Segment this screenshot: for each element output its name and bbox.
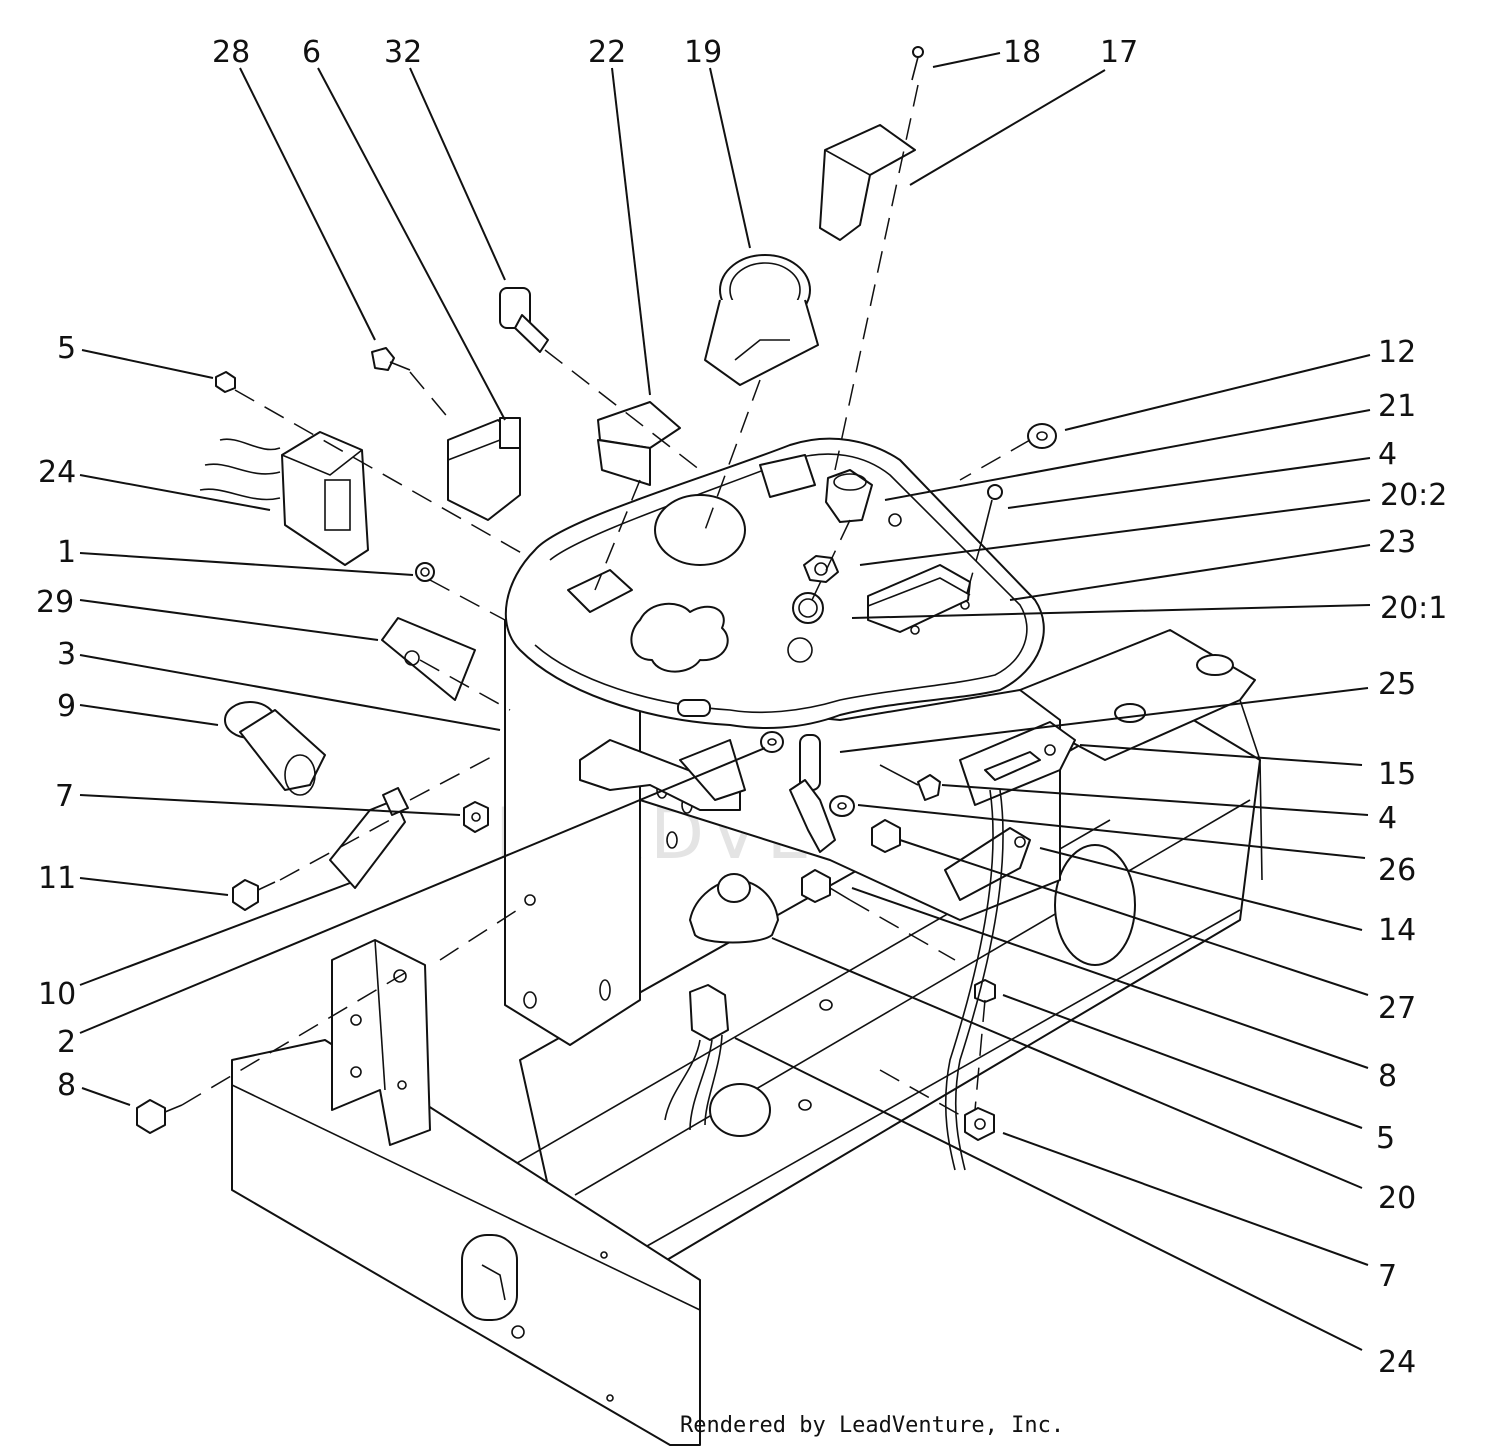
screw-18	[911, 46, 924, 81]
washer-2	[760, 731, 784, 753]
nut-5-lower	[974, 979, 996, 1003]
screw-11	[232, 879, 276, 911]
regulator-24	[199, 431, 369, 566]
callout-6: 6	[302, 35, 321, 70]
callout-32: 32	[384, 35, 422, 70]
support-bracket	[331, 939, 431, 1146]
callout-labels: 28 6 32 22 19 18 17 5 12 21 24 4 20:2 23…	[36, 35, 1447, 1380]
nut-7-upper	[463, 801, 489, 833]
nut-5-upper	[215, 371, 236, 393]
washer-26	[829, 795, 855, 817]
callout-27: 27	[1378, 991, 1416, 1026]
credit-line: Rendered by LeadVenture, Inc.	[680, 1413, 1064, 1438]
screw-4-lower	[879, 764, 941, 801]
front-plate	[231, 1039, 701, 1446]
bracket-14	[944, 827, 1031, 901]
relay-6	[447, 417, 521, 521]
harness-connector-24	[664, 984, 729, 1131]
nut-7-lower	[964, 1107, 995, 1141]
callout-24-upper: 24	[38, 455, 76, 490]
callout-3: 3	[57, 637, 76, 672]
key-switch-20	[689, 873, 779, 944]
callout-28: 28	[212, 35, 250, 70]
bolt-27	[871, 819, 901, 853]
callout-7-lower: 7	[1378, 1259, 1397, 1294]
washer-20-1	[792, 592, 824, 624]
bracket-23	[867, 564, 971, 633]
callout-29: 29	[36, 585, 74, 620]
callout-2: 2	[57, 1025, 76, 1060]
frame-deck	[504, 699, 1261, 1271]
hour-meter-19	[704, 254, 819, 386]
callout-11: 11	[38, 861, 76, 896]
bracket-10	[329, 787, 409, 889]
callout-22: 22	[588, 35, 626, 70]
callout-7-upper: 7	[55, 779, 74, 814]
capacitor-9	[224, 701, 326, 796]
callout-5-lower: 5	[1376, 1121, 1395, 1156]
callout-20-2: 20:2	[1380, 478, 1447, 513]
screw-8-right	[801, 869, 851, 903]
lamp-32	[499, 287, 549, 353]
callout-9: 9	[57, 689, 76, 724]
callout-14: 14	[1378, 913, 1416, 948]
callout-8-left: 8	[57, 1068, 76, 1103]
switch-22	[597, 401, 681, 486]
plate-29	[381, 617, 476, 701]
callout-23: 23	[1378, 525, 1416, 560]
callout-20-1: 20:1	[1380, 591, 1447, 626]
callout-25: 25	[1378, 667, 1416, 702]
callout-1: 1	[57, 535, 76, 570]
callout-10: 10	[38, 977, 76, 1012]
callout-24-lower: 24	[1378, 1345, 1416, 1380]
callout-20: 20	[1378, 1181, 1416, 1216]
nut-1	[415, 562, 435, 582]
leader-lines	[79, 52, 1371, 1351]
callout-4-lower: 4	[1378, 801, 1397, 836]
screw-4-upper	[981, 484, 1003, 541]
washer-12	[1027, 423, 1057, 449]
assembly-lines	[181, 84, 1031, 1116]
callout-26: 26	[1378, 853, 1416, 888]
bulb-holder-21	[825, 469, 873, 523]
callout-15: 15	[1378, 757, 1416, 792]
callout-19: 19	[684, 35, 722, 70]
cover-17	[819, 124, 916, 241]
callout-4-upper: 4	[1378, 437, 1397, 472]
callout-21: 21	[1378, 389, 1416, 424]
callout-8-right: 8	[1378, 1059, 1397, 1094]
callout-5-upper: 5	[57, 331, 76, 366]
callout-17: 17	[1100, 35, 1138, 70]
callout-18: 18	[1003, 35, 1041, 70]
screw-8-left	[136, 1099, 183, 1134]
lever	[789, 779, 836, 853]
callout-12: 12	[1378, 335, 1416, 370]
screw-28	[371, 347, 411, 371]
